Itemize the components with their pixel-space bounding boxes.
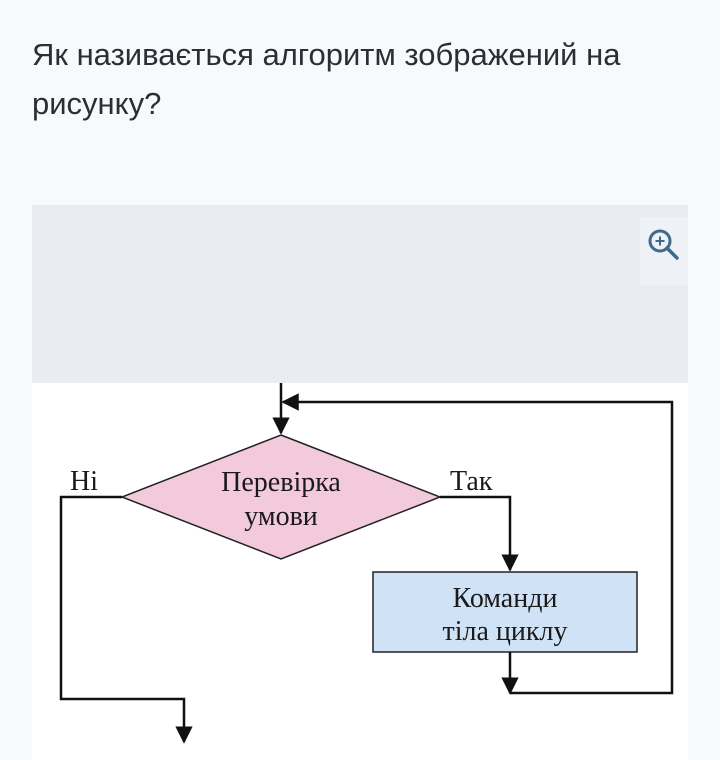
loop-back-line (281, 393, 674, 695)
body-text-line-1: Команди (453, 583, 558, 614)
loop-body-box (372, 571, 638, 653)
yes-label: Так (450, 466, 493, 497)
question-line-1: Як називається алгоритм зображений на (32, 37, 621, 72)
body-text-line-2: тіла циклу (443, 616, 568, 647)
zoom-in-icon (648, 229, 679, 260)
condition-diamond (119, 434, 443, 560)
question-image[interactable]: Перевірка умови Так Ні Команди тіла цикл… (32, 205, 688, 760)
image-loading-area (32, 205, 688, 383)
question-text: Як називається алгоритм зображений на ри… (32, 30, 692, 128)
condition-text-line-2: умови (244, 501, 318, 532)
yes-branch-line (440, 495, 519, 572)
question-line-2: рисунку? (32, 86, 162, 121)
no-branch-line (59, 495, 193, 744)
no-label: Ні (70, 466, 98, 497)
condition-text-line-1: Перевірка (221, 467, 341, 498)
zoom-in-button[interactable] (640, 217, 688, 285)
flowchart-diagram: Перевірка умови Так Ні Команди тіла цикл… (59, 383, 674, 744)
